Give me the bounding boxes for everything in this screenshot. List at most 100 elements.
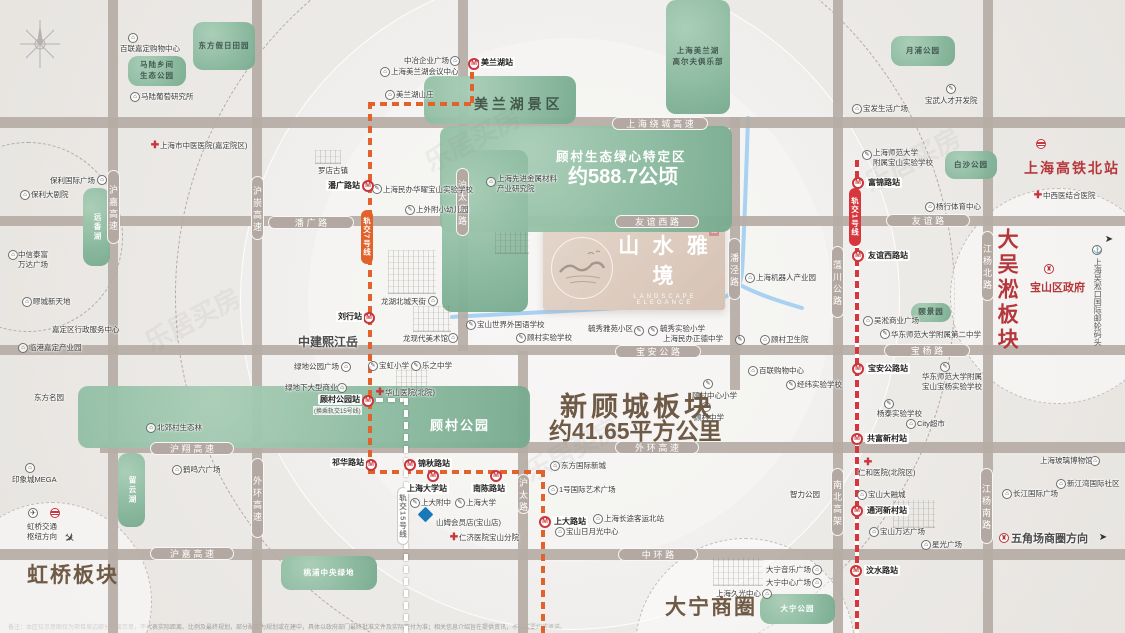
school-icon: ✎ [516,333,526,343]
poi-label: 保利大剧院 [31,190,69,199]
building-icon: ⌂ [548,485,558,495]
road-label-pill: 宝安公路 [615,345,701,358]
school-icon: ✎ [880,329,890,339]
green-area [78,386,530,448]
poi-label: 宝山大融城 [868,490,906,499]
poi-label: 东方名园 [34,393,64,402]
hospital-icon: ✚ [449,532,459,543]
metro-line-or [470,60,474,106]
poi-label: 1号国际艺术广场 [559,485,616,494]
metro-station-label: 宝安公路站 [866,363,910,374]
train-icon [50,508,60,518]
building-icon: ⌂ [130,92,140,102]
poi-label-line2: 枢纽方向 [27,531,57,541]
government-icon: ♜ [1044,264,1054,274]
road-label-pill: 南北高架 [831,468,844,536]
poi-label-line2: 宝山宝杨实验学校 [922,381,982,391]
anchor-icon: ⚓ [1092,245,1102,255]
metro-station-icon: M [362,395,374,407]
poi-label: 杨泰实验学校 [877,409,922,418]
poi-label: 中西医结合医院 [1043,191,1096,200]
building-icon: ⌂ [22,297,32,307]
poi-label: 临港嘉定产业园 [29,343,82,352]
metro-station-label: 汶水路站 [864,565,900,576]
display-text: 约41.65平方公里 [549,418,722,444]
metro-station-label: 美兰湖站 [479,57,515,68]
display-text: 中建熙江岳 [298,335,359,349]
poi-label: 宝武人才开发院 [925,96,978,105]
road-label-pill: 外环高速 [251,458,264,538]
train-icon [1036,139,1046,149]
green-area-label: 留云湖 [127,475,137,505]
road [0,549,1125,560]
metro-line-or [368,470,544,474]
school-icon: ✎ [368,361,378,371]
building-icon: ⌂ [385,90,395,100]
school-icon: ✎ [946,84,956,94]
building-icon: ⌂ [857,490,867,500]
poi-label: 山姆会员店(宝山店) [436,518,501,527]
poi-label: 中冶企业广场 [404,56,449,65]
building-icon: ⌂ [906,419,916,429]
poi-label: 顾村中学 [694,413,724,422]
school-icon: ✎ [786,380,796,390]
poi-label: 华山医院(北院) [385,388,435,397]
building-icon: ⌂ [593,514,603,524]
arrow-icon: ➤ [1098,532,1108,543]
school-icon: ✎ [455,498,465,508]
metro-station-sublabel: (换乘轨交15号线) [313,406,362,415]
road-label-pill: 沪翔高速 [150,442,234,455]
building-icon: ⌂ [555,527,565,537]
green-area: 月浦公园 [891,36,955,66]
road-label-pill: 沪嘉高速 [107,170,120,244]
building-icon: ⌂ [337,383,347,393]
road-label-pill: 江杨北路 [981,231,994,301]
poi-label: 宝发生活广场 [863,104,908,113]
poi-label: 上大附中 [421,498,451,507]
building-icon: ⌂ [380,67,390,77]
poi-label: 顾村卫生院 [771,335,809,344]
building-icon: ⌂ [1090,456,1100,466]
building-icon: ⌂ [863,316,873,326]
school-icon: ✎ [648,326,658,336]
road-label-pill: 友谊路 [886,214,970,227]
poi-label: 百联购物中心 [759,366,804,375]
road-label-pill: 沪太路 [517,474,530,514]
building-sketch [495,232,529,254]
green-area-label: 上海美兰湖 [676,46,720,56]
building-icon: ⌂ [20,190,30,200]
poi-label: 美兰湖山庄 [396,90,434,99]
school-icon: ✎ [466,320,476,330]
building-sketch [315,150,341,164]
school-icon: ✎ [701,402,711,412]
building-icon: ⌂ [925,202,935,212]
poi-label: 杨行体育中心 [936,202,981,211]
metro-line-label: 轨交1号线 [849,188,861,246]
building-icon: ⌂ [448,333,458,343]
display-text: 大吴淞板块 [995,228,1019,353]
metro-station-icon: M [362,180,374,192]
arrow-icon: ➤ [1104,234,1114,245]
metro-station-icon: M [363,312,375,324]
plane-icon: ✈ [28,508,38,518]
poi-label: 鹤鸣六广场 [183,465,221,474]
display-text: 约588.7公顷 [568,166,679,188]
building-icon: ⌂ [172,465,182,475]
road-label-pill: 潘广路 [268,216,354,229]
metro-station-icon: M [852,177,864,189]
poi-label: 上海久光中心 [716,589,761,598]
building-icon: ⌂ [128,33,138,43]
poi-label: 宝山万达广场 [880,527,925,536]
building-icon: ⌂ [812,578,822,588]
green-area: 大宁公园 [760,594,835,624]
poi-label-line2: 附属宝山实验学校 [873,157,933,167]
poi-label: 中信泰富万达广场 [18,250,48,269]
poi-label: 马陆葡萄研究所 [141,92,194,101]
school-icon: ✎ [862,150,872,160]
poi-label: 上海民办华曜宝山实验学校 [383,185,473,194]
green-area: 颐景园 [911,303,951,322]
road-label-pill: 沪嘉高速 [150,547,234,560]
school-icon: ✎ [703,379,713,389]
poi-label: 印象城MEGA [12,475,57,484]
